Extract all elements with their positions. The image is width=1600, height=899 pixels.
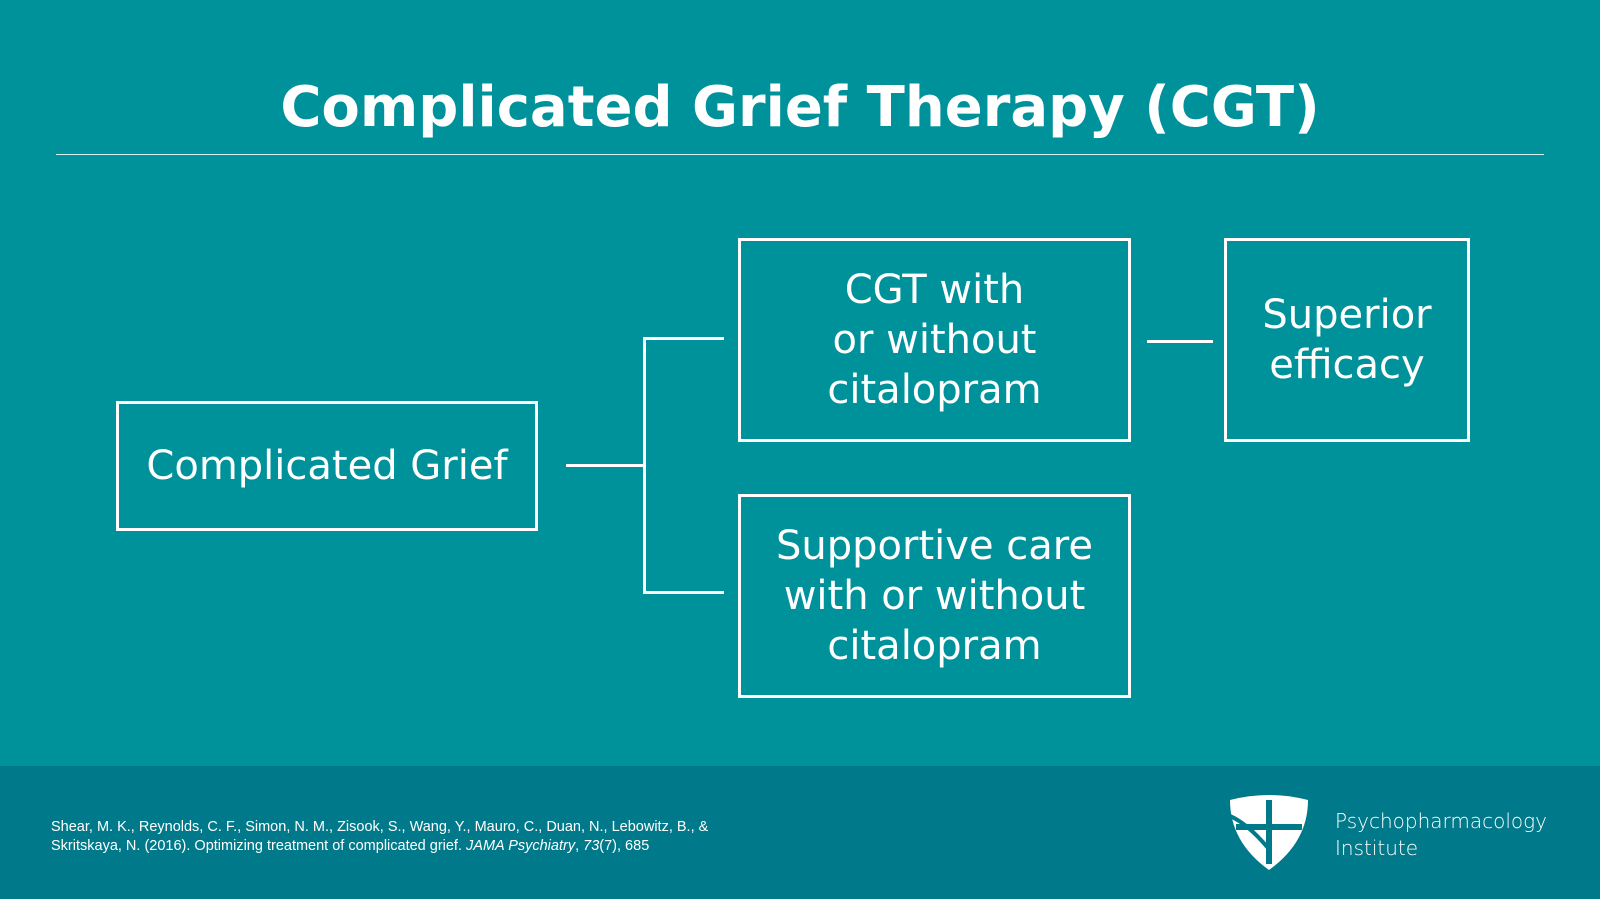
slide-title: Complicated Grief Therapy (CGT) — [280, 75, 1320, 140]
shield-logo-icon — [1229, 795, 1308, 870]
connector-top-branch — [643, 337, 724, 340]
cgt-branch-box: CGT with or without citalopram — [738, 238, 1131, 442]
connector-outcome — [1147, 340, 1213, 343]
citation: Shear, M. K., Reynolds, C. F., Simon, N.… — [51, 818, 811, 856]
citation-line1: Shear, M. K., Reynolds, C. F., Simon, N.… — [51, 819, 709, 835]
citation-journal: JAMA Psychiatry — [466, 838, 576, 854]
brand-line2: Institute — [1335, 836, 1419, 860]
citation-rest: (7), 685 — [599, 838, 650, 854]
footer-band — [0, 766, 1600, 899]
connector-root-horizontal — [566, 464, 646, 467]
brand-name: Psychopharmacology Institute — [1335, 808, 1547, 862]
citation-separator: , — [575, 838, 584, 854]
connector-vertical — [643, 337, 646, 594]
citation-volume: 73 — [583, 838, 600, 854]
connector-bottom-branch — [643, 591, 724, 594]
citation-line2: Skritskaya, N. (2016). Optimizing treatm… — [51, 838, 467, 854]
complicated-grief-box: Complicated Grief — [116, 401, 538, 531]
supportive-care-branch-box: Supportive care with or without citalopr… — [738, 494, 1131, 698]
brand-line1: Psychopharmacology — [1335, 809, 1547, 833]
superior-efficacy-box: Superior efficacy — [1224, 238, 1470, 442]
title-divider — [56, 154, 1544, 155]
